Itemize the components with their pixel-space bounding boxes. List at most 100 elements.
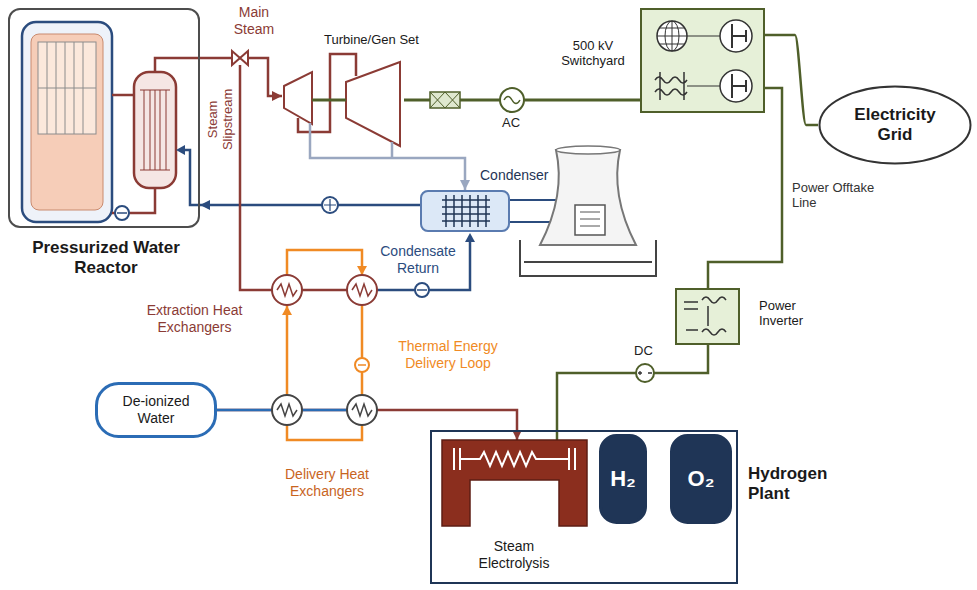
cooling-tower xyxy=(556,146,620,154)
primary-loop xyxy=(112,58,200,213)
tank-body xyxy=(97,384,216,437)
connector-label: Main Steam xyxy=(226,4,282,37)
feedwater-pump xyxy=(324,199,336,211)
turbine-group: Turbine/Gen Set xyxy=(282,62,404,146)
connector-label: Power Offtake Line xyxy=(792,180,892,211)
connector-group xyxy=(200,58,282,101)
shaft-coupling xyxy=(430,92,460,108)
primary-pump xyxy=(115,206,129,220)
pipe-connector xyxy=(310,146,465,190)
water-tank: De-ionized Water xyxy=(95,382,217,438)
condensate-return-pipe xyxy=(465,233,475,242)
component-label: Extraction Heat Exchangers xyxy=(122,302,267,335)
reactor-vessel xyxy=(31,34,103,210)
heat-exchanger-symbol xyxy=(352,284,372,296)
signal-label: AC xyxy=(502,115,520,130)
grid-ellipse xyxy=(820,87,971,164)
cooling-tower xyxy=(575,205,605,235)
heat-exchanger-symbol xyxy=(352,404,372,416)
primary-loop xyxy=(112,188,155,213)
node-label: Hydrogen Plant xyxy=(748,464,843,504)
switchyard-symbols xyxy=(720,70,752,102)
inverter-box: Power Inverter xyxy=(675,288,740,345)
inverter-symbol xyxy=(675,288,740,345)
inverter-symbol xyxy=(675,288,740,345)
node-label: Power Inverter xyxy=(759,298,829,329)
electrolysis-cell: Steam Electrolysis xyxy=(442,440,587,526)
cooling-tower xyxy=(510,200,582,222)
feedwater-inlet xyxy=(176,145,185,155)
node-label: O₂ xyxy=(688,466,715,492)
condensate-return-pipe xyxy=(417,289,427,291)
primary-loop xyxy=(112,94,134,97)
connector-group xyxy=(708,88,782,288)
connector-group xyxy=(200,200,420,210)
connector-group xyxy=(310,146,470,190)
switchyard-symbols xyxy=(720,20,752,52)
steam-generator xyxy=(134,72,176,188)
generator-symbol xyxy=(500,88,524,112)
heat-exchanger-symbol xyxy=(347,395,377,425)
dc-source-symbol xyxy=(636,364,654,382)
heat-exchanger-symbol xyxy=(277,404,297,416)
steam-generator xyxy=(140,90,170,170)
node-label: 500 kV Switchyard xyxy=(550,38,636,69)
pipe-connector xyxy=(200,204,420,207)
turbine xyxy=(310,123,392,158)
reactor-vessel xyxy=(22,22,112,222)
turbine xyxy=(312,99,346,102)
switchyard-symbols xyxy=(732,74,746,98)
water-feed-pipe xyxy=(217,409,347,412)
connector-group xyxy=(404,100,640,101)
heat-exchanger-symbol xyxy=(272,275,302,305)
switchyard-symbols xyxy=(732,24,746,48)
primary-pump xyxy=(117,212,127,214)
dc-source-symbol xyxy=(638,371,652,375)
node-label: Electricity Grid xyxy=(840,105,950,145)
switchyard-box: 500 kV Switchyard xyxy=(640,8,765,113)
heat-exchanger-symbol xyxy=(347,275,377,305)
switchyard-symbols xyxy=(657,21,687,51)
node-label: Pressurized Water Reactor xyxy=(2,238,210,278)
switchyard-symbols xyxy=(640,8,765,113)
switchyard-symbols xyxy=(665,21,679,51)
grid-ellipse: Electricity Grid xyxy=(818,85,972,165)
thermal-delivery-loop xyxy=(355,358,369,372)
switchyard-symbols xyxy=(655,72,687,100)
thermal-delivery-loop xyxy=(287,250,362,440)
feedwater-inlet xyxy=(182,150,200,205)
arrow-head xyxy=(272,91,282,101)
cooling-tower xyxy=(580,212,600,226)
cooling-tower xyxy=(540,150,636,245)
node-label: De-ionized Water xyxy=(111,393,201,426)
signal-label: DC xyxy=(634,343,653,358)
plant-box: Hydrogen PlantSteam ElectrolysisH₂O₂ xyxy=(430,430,738,584)
reactor-vessel xyxy=(38,42,96,134)
cooling-tower xyxy=(520,240,656,276)
connector-group xyxy=(557,345,708,440)
thermal-delivery-loop xyxy=(357,266,367,275)
connector-group xyxy=(765,35,818,125)
condensate-return-pipe xyxy=(415,283,429,297)
pipe-connector xyxy=(217,410,517,440)
heat-exchanger-symbol xyxy=(272,275,377,425)
pipe-connector xyxy=(708,88,782,288)
heat-exchanger-symbol xyxy=(272,395,302,425)
feedwater-pump xyxy=(322,197,338,213)
pipe-connector xyxy=(765,35,818,125)
node-label: Condenser xyxy=(480,167,549,184)
electrolysis-cell-outline xyxy=(442,440,587,526)
main-steam-valve xyxy=(232,51,248,65)
switchyard-symbols xyxy=(640,8,765,113)
turbine xyxy=(284,72,312,124)
generator-symbol xyxy=(504,97,520,104)
node-label: Steam Electrolysis xyxy=(464,538,564,571)
pipe-label: Condensate Return xyxy=(366,243,470,276)
connector-group xyxy=(217,410,522,440)
cooling-tower xyxy=(510,146,656,276)
generator-symbol xyxy=(500,88,524,112)
steam-slipstream-pipe xyxy=(240,65,272,290)
thermal-delivery-loop xyxy=(282,250,369,440)
